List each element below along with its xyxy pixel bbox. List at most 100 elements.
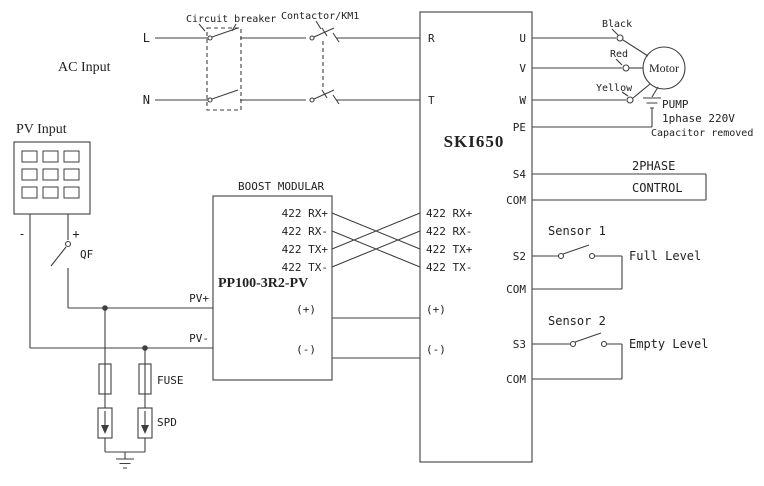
- pv-minus-pole-label: -: [18, 227, 25, 241]
- contactor-exit-ticks: [332, 32, 340, 105]
- phase-control-label-2: CONTROL: [632, 181, 683, 195]
- wire-red-label: Red: [610, 49, 628, 60]
- pv-input-section: PV Input - + QF: [13, 122, 213, 351]
- boost-pv-plus-label: PV+: [189, 292, 209, 305]
- breaker-blade-2: [211, 89, 239, 100]
- line-n-label: N: [143, 93, 150, 107]
- boost-module-outline: [212, 195, 333, 381]
- terminal-t: T: [428, 94, 435, 107]
- qf-label: QF: [80, 248, 93, 261]
- sensor2-switch-blade: [574, 332, 602, 343]
- protection-join-wires: [104, 438, 146, 459]
- qf-switch-blade: [50, 246, 67, 267]
- phase-control-bracket: [532, 173, 707, 201]
- contactor-label: Contactor/KM1: [281, 11, 359, 22]
- terminal-u: U: [519, 32, 526, 45]
- full-level-label: Full Level: [629, 249, 701, 263]
- ground-symbol-bottom: [116, 458, 134, 469]
- spd-arrow-shafts: [104, 411, 146, 426]
- circuit-breaker-label: Circuit breaker: [186, 14, 276, 25]
- boost-tx-plus: 422 TX+: [282, 243, 329, 256]
- boost-model-label: PP100-3R2-PV: [218, 276, 308, 291]
- breaker-contact-2: [207, 97, 213, 103]
- motor-lead-u: [622, 39, 649, 57]
- motor-section: Black Red Yellow Motor PUMP 1phase 220V …: [532, 19, 753, 139]
- pv-panel-symbol: [13, 141, 91, 215]
- motor-label: Motor: [649, 61, 679, 75]
- sensor1-wire-out: [532, 255, 623, 290]
- boost-rx-plus: 422 RX+: [282, 207, 329, 220]
- wire-pe: [532, 108, 653, 128]
- qf-contact: [64, 240, 72, 248]
- pv-panel-cells: [21, 150, 80, 199]
- sensor1-switch-blade: [562, 244, 590, 255]
- boost-title-label: BOOST MODULAR: [238, 180, 324, 193]
- wire-yellow-label: Yellow: [596, 83, 633, 94]
- terminal-ring-u: [616, 34, 624, 42]
- boost-module-section: BOOST MODULAR 422 RX+ 422 RX- 422 TX+ 42…: [189, 180, 421, 381]
- empty-level-label: Empty Level: [629, 337, 708, 351]
- inverter-dc-plus: (+): [426, 303, 446, 316]
- terminal-pe: PE: [513, 121, 526, 134]
- contactor-blade-2: [313, 89, 335, 100]
- sensor2-wire-out: [532, 343, 623, 380]
- ground-bars-motor: [643, 86, 661, 109]
- boost-rx-minus: 422 RX-: [282, 225, 328, 238]
- fuse-symbol-right: [138, 363, 152, 395]
- pump-label-2: 1phase 220V: [662, 112, 735, 125]
- sensor1-label: Sensor 1: [548, 224, 606, 238]
- sensor1-section: Sensor 1 Full Level: [532, 224, 701, 290]
- spd-label: SPD: [157, 416, 177, 429]
- spd-arrowhead-right: [141, 425, 149, 434]
- terminal-v: V: [519, 62, 526, 75]
- contactor-blade-1: [313, 27, 335, 38]
- contactor-contact-2: [309, 97, 315, 103]
- spd-arrowhead-left: [101, 425, 109, 434]
- terminal-s4: S4: [513, 168, 527, 181]
- phase-control-section: 2PHASE CONTROL: [532, 159, 707, 201]
- boost-pv-minus-label: PV-: [189, 332, 209, 345]
- terminal-r: R: [428, 32, 435, 45]
- terminal-ring-v: [622, 64, 630, 72]
- contactor-symbol: Contactor/KM1: [281, 11, 359, 105]
- wire-label-leaders: [611, 28, 629, 97]
- inverter-rx-minus: 422 RX-: [426, 225, 472, 238]
- phase-control-label-1: 2PHASE: [632, 159, 675, 173]
- inverter-tx-minus: 422 TX-: [426, 261, 472, 274]
- rs422-cross-wire-3: [331, 212, 421, 250]
- pv-plus-pole-label: +: [72, 227, 79, 241]
- boost-tx-minus: 422 TX-: [282, 261, 328, 274]
- pv-input-label: PV Input: [16, 122, 67, 137]
- motor-lead-w: [632, 83, 651, 99]
- protection-section: FUSE SPD: [97, 308, 184, 469]
- ground-bars-bottom: [116, 458, 134, 469]
- fuse-symbol-left: [98, 363, 112, 395]
- wire-black-label: Black: [602, 19, 632, 30]
- terminal-s2: S2: [513, 250, 526, 263]
- ac-input-label: AC Input: [58, 60, 111, 75]
- terminal-ring-w: [626, 96, 634, 104]
- motor-symbol: [642, 46, 686, 90]
- inverter-rx-plus: 422 RX+: [426, 207, 473, 220]
- pv-minus-wire: [29, 214, 213, 349]
- terminal-com-1: COM: [506, 194, 526, 207]
- breaker-contact-1: [207, 35, 213, 41]
- sensor2-contact-b: [600, 340, 608, 348]
- contactor-leader: [315, 20, 322, 30]
- terminal-s3: S3: [513, 338, 526, 351]
- inverter-tx-plus: 422 TX+: [426, 243, 473, 256]
- inverter-model-label: SKI650: [444, 132, 505, 151]
- terminal-com-3: COM: [506, 373, 526, 386]
- terminal-w: W: [519, 94, 526, 107]
- sensor1-contact-b: [588, 252, 596, 260]
- boost-dc-plus-label: (+): [296, 303, 316, 316]
- sensor2-contact-a: [569, 340, 577, 348]
- boost-dc-minus-label: (-): [296, 343, 316, 356]
- ground-symbol-motor: [643, 86, 661, 109]
- circuit-breaker-symbol: Circuit breaker: [186, 14, 276, 111]
- line-l-label: L: [143, 31, 150, 45]
- sensor2-section: Sensor 2 Empty Level: [532, 314, 708, 380]
- ac-input-section: AC Input L N: [58, 31, 420, 107]
